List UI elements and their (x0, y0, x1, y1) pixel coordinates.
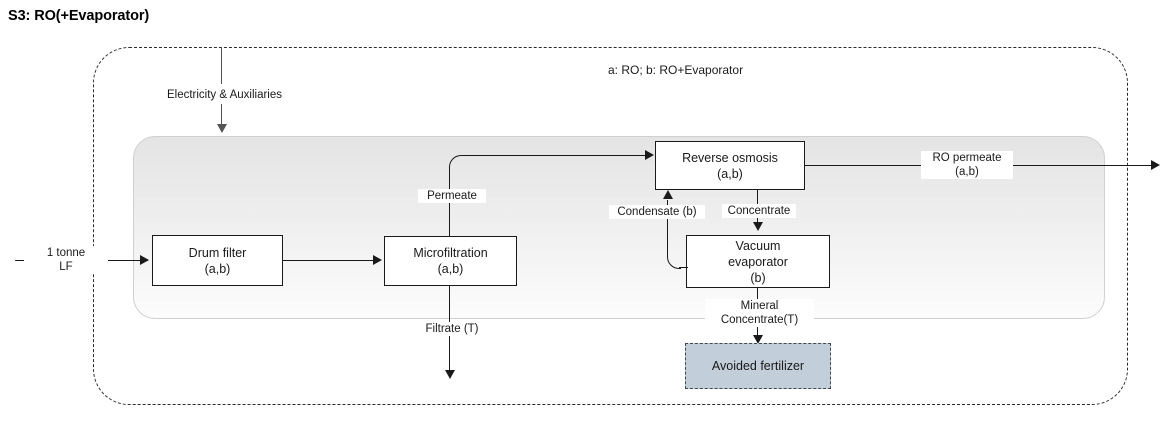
concentrate-label: Concentrate (722, 204, 796, 218)
mineral-concentrate-label: Mineral Concentrate(T) (705, 299, 814, 327)
box-vacuum-evaporator-line3: (b) (750, 270, 766, 285)
ro-permeate-arrowhead (1151, 160, 1160, 170)
condensate-arrowhead (663, 190, 673, 199)
concentrate-arrowhead (753, 222, 763, 231)
permeate-horizontal-line (461, 155, 645, 156)
filtrate-label: Filtrate (T) (414, 322, 490, 336)
box-microfiltration-line2: (a,b) (437, 262, 464, 276)
box-microfiltration-line1: Microfiltration (413, 246, 488, 260)
electricity-line-top (221, 47, 222, 84)
mineral-concentrate-arrowhead (753, 335, 763, 344)
input-label: 1 tonne LF (24, 246, 108, 274)
condensate-label: Condensate (b) (609, 205, 705, 219)
box-microfiltration[interactable]: Microfiltration (a,b) (384, 236, 517, 286)
legend-note: a: RO; b: RO+Evaporator (608, 63, 744, 77)
drumfilter-to-microfiltration-line (283, 260, 375, 261)
permeate-arrowhead (645, 150, 654, 160)
box-vacuum-evaporator[interactable]: Vacuum evaporator (b) (686, 235, 830, 288)
box-avoided-fertilizer[interactable]: Avoided fertilizer (685, 343, 831, 389)
electricity-arrowhead (217, 124, 227, 133)
box-drum-filter-line2: (a,b) (204, 261, 231, 276)
box-reverse-osmosis-line1: Reverse osmosis (682, 150, 778, 165)
box-vacuum-evaporator-line1: Vacuum (735, 238, 781, 253)
box-reverse-osmosis[interactable]: Reverse osmosis (a,b) (655, 141, 805, 190)
box-drum-filter-line1: Drum filter (188, 245, 247, 260)
filtrate-arrowhead (445, 370, 455, 379)
permeate-elbow (449, 155, 463, 169)
permeate-label: Permeate (418, 189, 486, 203)
box-drum-filter[interactable]: Drum filter (a,b) (152, 235, 283, 286)
electricity-line-bottom (221, 104, 222, 128)
condensate-horizontal-line (679, 267, 688, 268)
drumfilter-to-microfiltration-arrowhead (373, 255, 382, 265)
box-vacuum-evaporator-line2: evaporator (728, 254, 788, 269)
ro-permeate-label: RO permeate (a,b) (921, 151, 1013, 179)
input-arrowhead (140, 255, 149, 265)
box-avoided-fertilizer-label: Avoided fertilizer (711, 359, 805, 373)
page-title: S3: RO(+Evaporator) (8, 8, 150, 24)
electricity-label: Electricity & Auxiliaries (150, 88, 299, 102)
box-reverse-osmosis-line2: (a,b) (717, 166, 743, 181)
system-boundary (93, 47, 1128, 405)
condensate-vertical-line (667, 200, 668, 257)
